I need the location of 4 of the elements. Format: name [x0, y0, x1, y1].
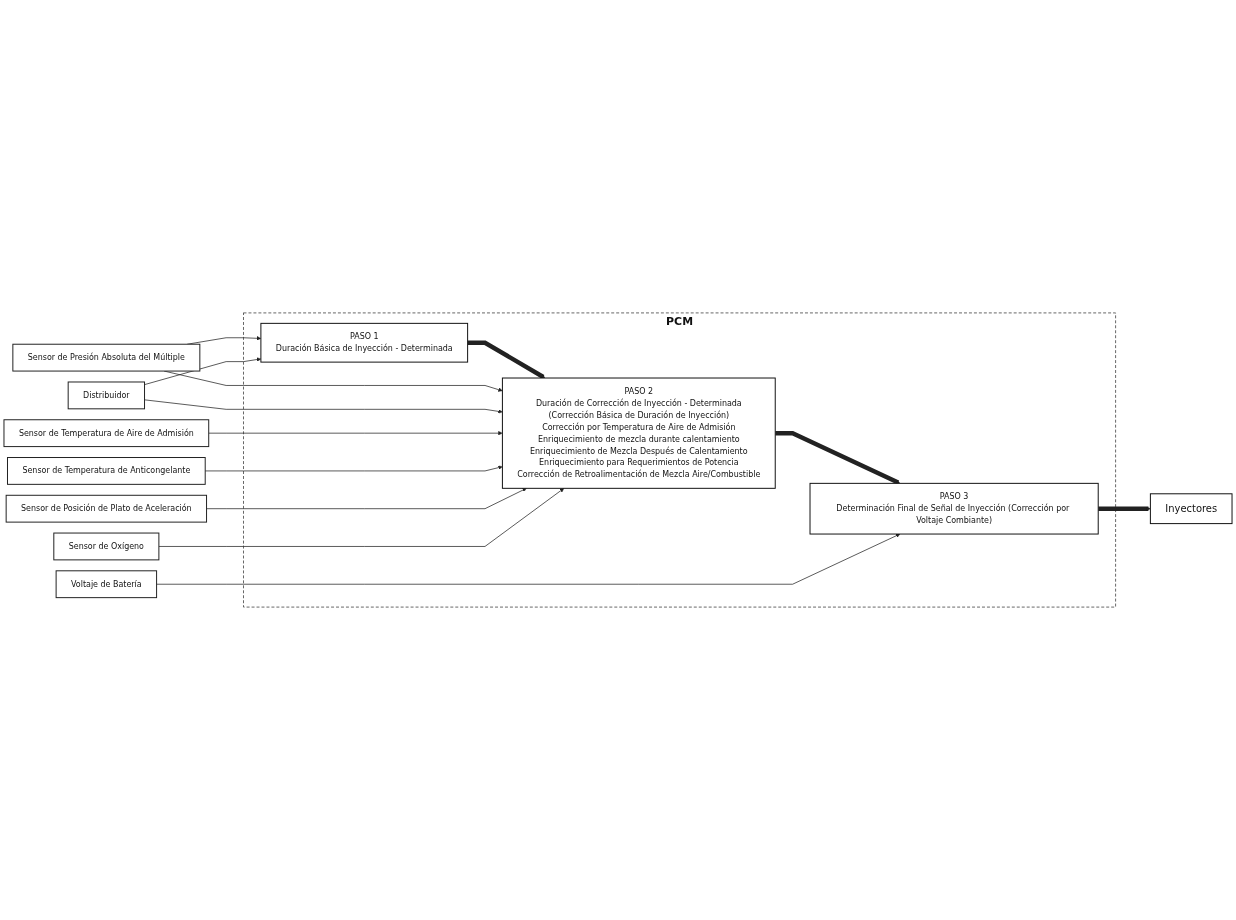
- arrow: [467, 340, 546, 379]
- node-box: Inyectores: [1149, 493, 1233, 525]
- arrow: [775, 430, 901, 485]
- arrow: [1098, 506, 1151, 511]
